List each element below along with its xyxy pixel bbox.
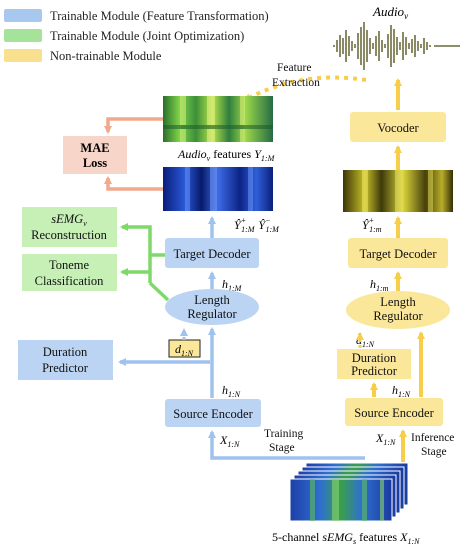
inference-duration-predictor-box bbox=[337, 349, 411, 379]
inference-stage-line2: Stage bbox=[421, 446, 447, 458]
semg-reconstruction-line1: sEMGv bbox=[51, 212, 87, 228]
inference-target-decoder-label: Target Decoder bbox=[360, 247, 438, 261]
inference-length-regulator bbox=[346, 291, 450, 329]
mae-arrow-bottom bbox=[104, 176, 163, 191]
inference-duration-predictor-line2: Predictor bbox=[351, 364, 398, 378]
mae-loss-box bbox=[63, 136, 127, 174]
audio-waveform bbox=[333, 22, 460, 70]
inference-length-regulator-line2: Regulator bbox=[373, 309, 423, 323]
input-label: 5-channel sEMGs features X1:N bbox=[272, 530, 420, 546]
feature-extraction-arrow bbox=[243, 75, 367, 102]
audio-features-label: Audiov features Y1:M bbox=[177, 147, 276, 163]
inference-pred-label: Ŷ+1:m bbox=[362, 216, 382, 234]
training-x-label: X1:N bbox=[219, 433, 240, 449]
semg-reconstruction-box bbox=[22, 207, 117, 247]
inference-x-label: X1:N bbox=[375, 431, 396, 447]
vocoder-box bbox=[350, 112, 446, 142]
semg-input-stack bbox=[289, 462, 409, 522]
inference-h-lower-label: h1:N bbox=[392, 383, 411, 399]
training-duration-predictor-line1: Duration bbox=[43, 345, 88, 359]
feature-extraction-line2: Extraction bbox=[272, 77, 320, 89]
training-duration-predictor-box bbox=[18, 340, 113, 380]
legend: Trainable Module (Feature Transformation… bbox=[4, 9, 269, 63]
mae-loss-line1: MAE bbox=[80, 141, 109, 155]
vocoder-label: Vocoder bbox=[377, 121, 419, 135]
feature-extraction-line1: Feature bbox=[277, 62, 311, 74]
inference-duration-predictor-line1: Duration bbox=[352, 351, 397, 365]
legend-swatch-nontrainable bbox=[4, 49, 42, 62]
audio-features-spectrogram-texture bbox=[163, 96, 273, 142]
training-length-regulator-line1: Length bbox=[194, 293, 230, 307]
training-length-regulator-line2: Regulator bbox=[187, 307, 237, 321]
inference-length-regulator-line1: Length bbox=[380, 295, 416, 309]
audio-label: Audiov bbox=[372, 4, 408, 21]
mae-arrow-top bbox=[104, 117, 163, 134]
inference-source-encoder-box bbox=[345, 398, 443, 426]
legend-swatch-feature bbox=[4, 9, 42, 22]
legend-label-nontrainable: Non-trainable Module bbox=[50, 49, 162, 63]
regulator-to-green-link bbox=[148, 281, 170, 302]
legend-label-joint: Trainable Module (Joint Optimization) bbox=[50, 29, 244, 43]
legend-swatch-joint bbox=[4, 29, 42, 42]
predicted-features-spectrogram-texture bbox=[185, 167, 253, 211]
predicted-features-spectrogram bbox=[163, 167, 273, 211]
toneme-classification-box bbox=[22, 254, 117, 291]
semg-reconstruction-line2: Reconstruction bbox=[31, 228, 107, 242]
inference-source-encoder-label: Source Encoder bbox=[354, 406, 434, 420]
toneme-classification-line1: Toneme bbox=[49, 258, 90, 272]
training-duration-predictor-line2: Predictor bbox=[42, 361, 89, 375]
inference-spectrogram-texture bbox=[362, 170, 433, 212]
inference-h-upper-label: h1:m bbox=[370, 277, 389, 293]
training-source-encoder-label: Source Encoder bbox=[173, 407, 253, 421]
toneme-classification-line2: Classification bbox=[35, 274, 104, 288]
semg-reconstruction-arrow bbox=[120, 223, 152, 283]
training-stage-line1: Training bbox=[264, 428, 303, 440]
legend-label-feature: Trainable Module (Feature Transformation… bbox=[50, 9, 269, 23]
training-duration-value: d1:N bbox=[175, 342, 194, 358]
input-to-training-encoder-arrow bbox=[208, 430, 365, 460]
mae-loss-line2: Loss bbox=[83, 156, 107, 170]
training-h-upper-label: h1:M bbox=[222, 277, 243, 293]
training-source-encoder-box bbox=[165, 399, 261, 427]
training-target-decoder-box bbox=[165, 238, 259, 268]
training-length-regulator bbox=[165, 289, 259, 325]
training-h-lower-label: h1:N bbox=[222, 383, 241, 399]
inference-stage-line1: Inference bbox=[411, 432, 454, 444]
audio-features-spectrogram bbox=[163, 96, 273, 142]
training-target-decoder-label: Target Decoder bbox=[174, 247, 252, 261]
training-stage-line2: Stage bbox=[269, 442, 295, 454]
inference-target-decoder-box bbox=[348, 238, 448, 268]
